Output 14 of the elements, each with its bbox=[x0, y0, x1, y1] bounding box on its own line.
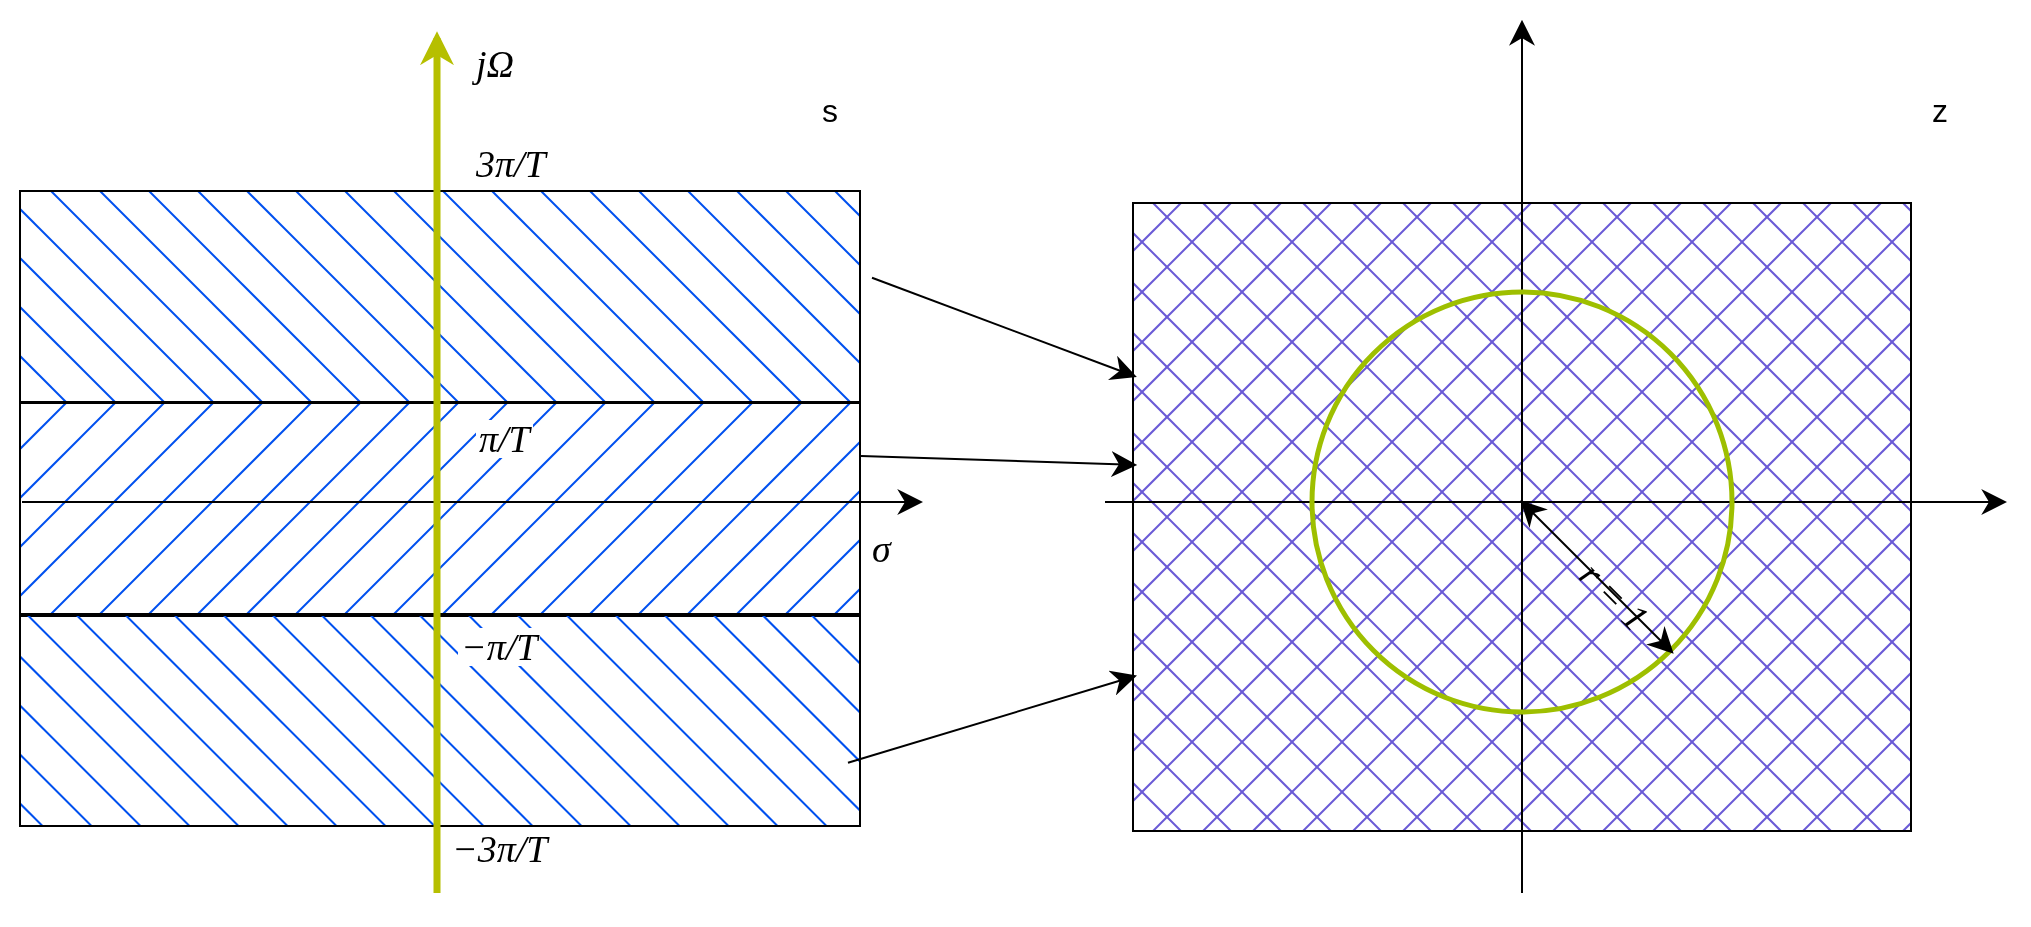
arrow bbox=[860, 451, 1138, 478]
plane-label: z bbox=[1932, 95, 1948, 127]
plane-label: s bbox=[822, 95, 838, 127]
arrow bbox=[847, 670, 1137, 764]
tick-label: −3π/T bbox=[452, 830, 548, 868]
tick-label: π/T bbox=[476, 420, 533, 458]
hatched-band bbox=[19, 401, 861, 617]
crosshatched-region bbox=[1132, 202, 1912, 832]
arrow bbox=[871, 276, 1137, 381]
tick-label: −π/T bbox=[458, 628, 541, 666]
axis-label: σ bbox=[872, 530, 891, 568]
hatched-band bbox=[19, 613, 861, 827]
hatched-band bbox=[19, 190, 861, 404]
tick-label: 3π/T bbox=[476, 145, 546, 183]
